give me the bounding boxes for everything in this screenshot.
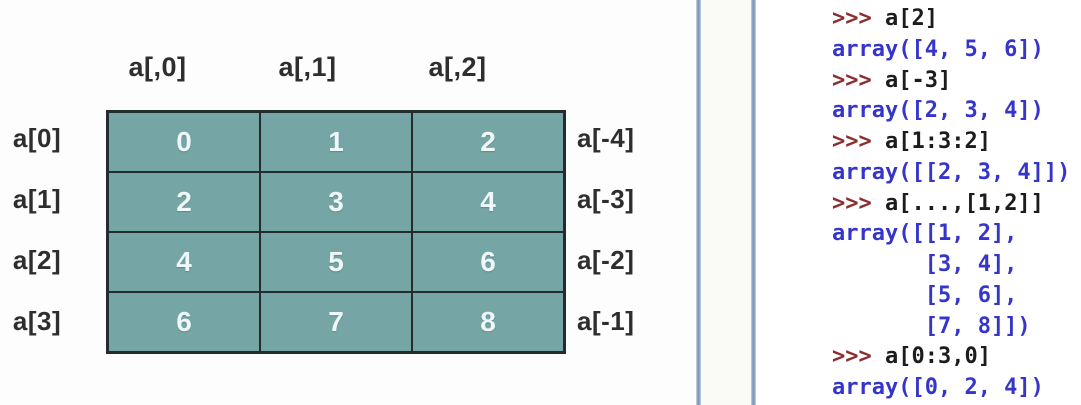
prompt-chevrons: >>> xyxy=(832,344,885,370)
row-label-left: a[0] xyxy=(12,123,62,153)
console-line: [7, 8]]) xyxy=(832,312,1070,343)
output-text: array([0, 2, 4]) xyxy=(832,375,1044,401)
console-window-border xyxy=(751,0,756,405)
left-window-border xyxy=(696,0,701,405)
matrix-cell: 3 xyxy=(261,173,411,231)
console-line: >>> a[-3] xyxy=(832,66,1070,97)
console-line: [3, 4], xyxy=(832,250,1070,281)
row-label-left: a[3] xyxy=(12,306,62,336)
row-label-left: a[2] xyxy=(12,245,62,275)
console-line: array([2, 3, 4]) xyxy=(832,96,1070,127)
row-label-right: a[-3] xyxy=(577,184,635,214)
output-text: [5, 6], xyxy=(832,282,1018,308)
console-line: array([[2, 3, 4]]) xyxy=(832,158,1070,189)
prompt-chevrons: >>> xyxy=(832,129,885,155)
output-text: array([[1, 2], xyxy=(832,221,1018,247)
input-code: a[1:3:2] xyxy=(884,129,991,155)
row-label-right: a[-4] xyxy=(577,123,635,153)
column-header: a[,1] xyxy=(278,52,337,82)
input-code: a[-3] xyxy=(884,67,952,93)
matrix-cell: 5 xyxy=(261,233,411,291)
input-code: a[2] xyxy=(884,6,938,31)
console-line: >>> a[...,[1,2]] xyxy=(832,189,1070,220)
window-gap xyxy=(701,0,751,405)
matrix-cell: 8 xyxy=(413,293,563,351)
input-code: a[...,[1,2]] xyxy=(884,190,1044,216)
matrix-cell: 0 xyxy=(109,113,259,171)
row-label-right: a[-2] xyxy=(577,245,635,275)
prompt-chevrons: >>> xyxy=(832,67,885,93)
matrix-cell: 7 xyxy=(261,293,411,351)
python-console-panel[interactable]: >>> a[2]array([4, 5, 6])>>> a[-3]array([… xyxy=(756,0,1081,405)
output-text: array([2, 3, 4]) xyxy=(832,98,1044,124)
column-header: a[,2] xyxy=(428,52,487,82)
console-line: >>> a[2] xyxy=(832,4,1070,35)
console-output: >>> a[2]array([4, 5, 6])>>> a[-3]array([… xyxy=(832,4,1070,404)
console-line: >>> a[0:3,0] xyxy=(832,342,1070,373)
console-line: array([[1, 2], xyxy=(832,219,1070,250)
row-label-right: a[-1] xyxy=(577,306,635,336)
row-label-left: a[1] xyxy=(12,184,62,214)
matrix-cell: 2 xyxy=(109,173,259,231)
console-line: [5, 6], xyxy=(832,281,1070,312)
matrix-cell: 6 xyxy=(413,233,563,291)
output-text: array([4, 5, 6]) xyxy=(832,36,1044,62)
console-line: array([0, 2, 4]) xyxy=(832,373,1070,404)
prompt-chevrons: >>> xyxy=(832,6,885,31)
console-line: >>> a[1:3:2] xyxy=(832,127,1070,158)
output-text: [7, 8]]) xyxy=(832,313,1031,339)
input-code: a[0:3,0] xyxy=(884,344,991,370)
console-line: array([4, 5, 6]) xyxy=(832,35,1070,66)
matrix-cell: 1 xyxy=(261,113,411,171)
matrix-cell: 4 xyxy=(413,173,563,231)
prompt-chevrons: >>> xyxy=(832,190,885,216)
matrix-cell: 4 xyxy=(109,233,259,291)
column-header: a[,0] xyxy=(128,52,187,82)
output-text: [3, 4], xyxy=(832,252,1018,278)
matrix-cell: 6 xyxy=(109,293,259,351)
output-text: array([[2, 3, 4]]) xyxy=(832,159,1071,185)
matrix-cell: 2 xyxy=(413,113,563,171)
